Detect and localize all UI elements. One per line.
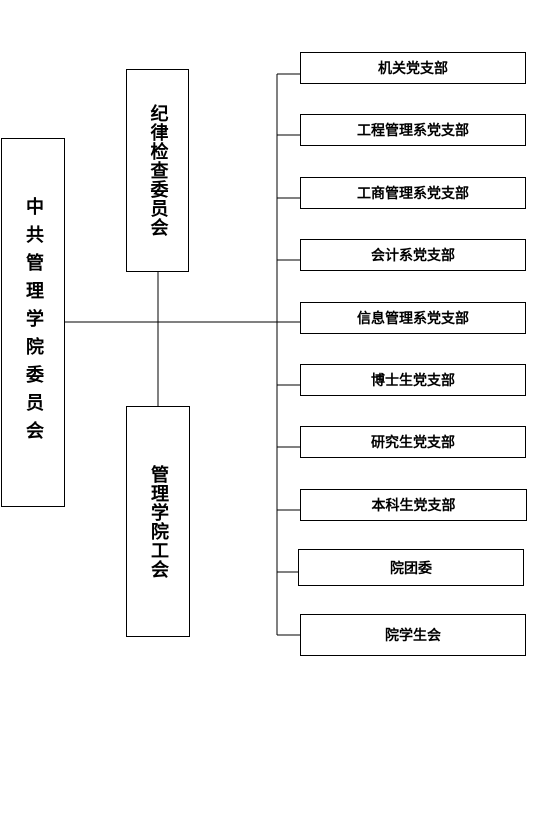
branch-box: 院团委: [298, 549, 524, 586]
party-committee-label: 中共管理学院委员会: [23, 196, 44, 449]
branch-label: 博士生党支部: [371, 373, 455, 389]
branch-label: 院学生会: [385, 628, 441, 644]
branch-label: 信息管理系党支部: [357, 311, 469, 327]
union-label: 管理学院工会: [148, 464, 169, 579]
branch-box: 研究生党支部: [300, 426, 526, 458]
branch-label: 研究生党支部: [371, 435, 455, 451]
union-box: 管理学院工会: [126, 406, 190, 637]
branch-box: 信息管理系党支部: [300, 302, 526, 334]
branch-box: 机关党支部: [300, 52, 526, 84]
branch-label: 院团委: [390, 560, 432, 577]
branch-box: 本科生党支部: [300, 489, 527, 521]
branch-box: 院学生会: [300, 614, 526, 656]
branch-box: 会计系党支部: [300, 239, 526, 271]
branch-label: 会计系党支部: [371, 248, 455, 264]
branch-label: 工商管理系党支部: [357, 186, 469, 202]
branch-label: 机关党支部: [378, 61, 448, 77]
discipline-committee-label: 纪律检查委员会: [147, 104, 169, 237]
branch-box: 工程管理系党支部: [300, 114, 526, 146]
branch-label: 工程管理系党支部: [357, 123, 469, 139]
branch-box: 博士生党支部: [300, 364, 526, 396]
party-committee-box: 中共管理学院委员会: [1, 138, 65, 507]
branch-label: 本科生党支部: [371, 498, 456, 514]
discipline-committee-box: 纪律检查委员会: [126, 69, 189, 272]
branch-box: 工商管理系党支部: [300, 177, 526, 209]
